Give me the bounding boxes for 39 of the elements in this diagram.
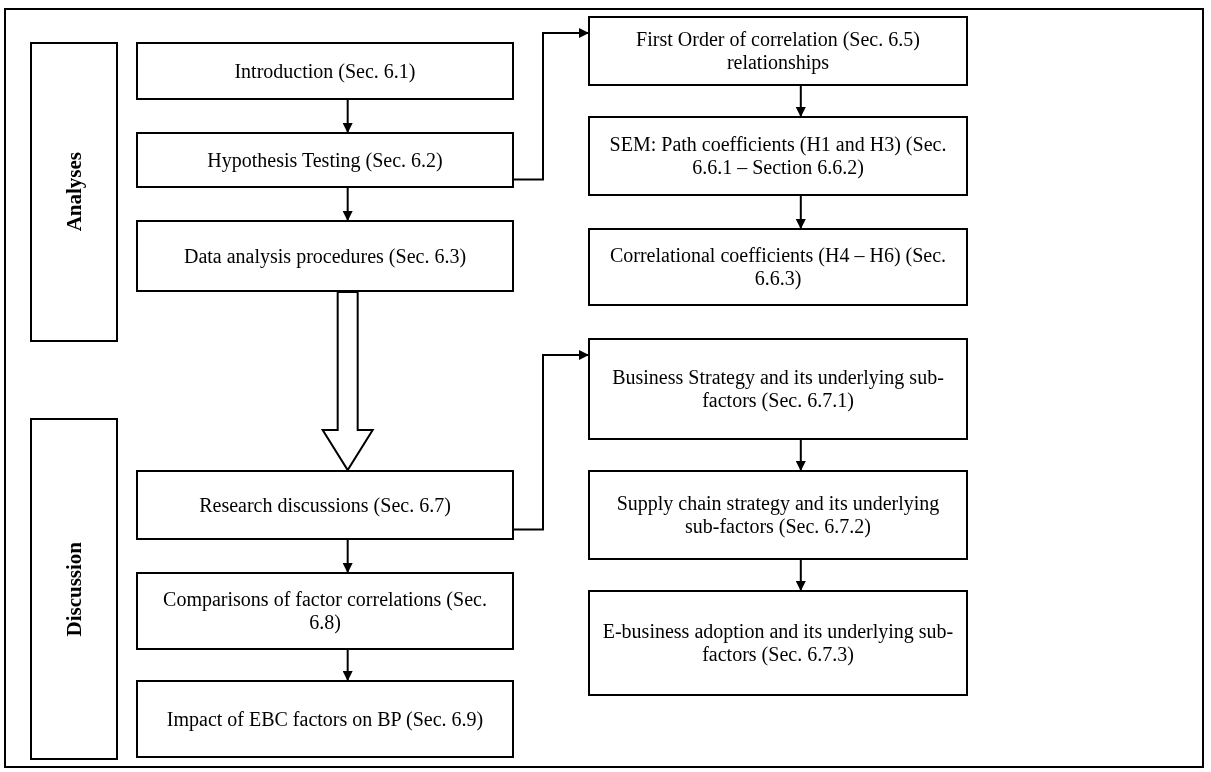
process-box [136,132,514,188]
box-label: Introduction (Sec. 6.1) [234,59,416,83]
box-label: Research discussions (Sec. 6.7) [199,493,451,517]
section-label: Discussion [61,541,87,637]
process-box [136,220,514,292]
process-box [588,590,968,696]
process-box [588,116,968,196]
box-label: Data analysis procedures (Sec. 6.3) [183,244,467,268]
section-label-box [30,42,118,342]
process-box [136,680,514,758]
box-label: Comparisons of factor correlations (Sec. 6.8) [162,588,488,634]
arrow [795,559,806,591]
arrow [342,187,353,221]
box-label: E-business adoption and its underlying sub-factors (Sec. 6.7.3) [601,620,955,666]
process-box [136,572,514,650]
arrow [513,28,589,181]
arrow [342,99,353,133]
process-box [588,470,968,560]
arrow [795,439,806,471]
arrow [342,539,353,573]
process-box [588,16,968,86]
box-label: Hypothesis Testing (Sec. 6.2) [207,148,443,172]
process-box [588,228,968,306]
arrow [795,195,806,229]
section-label-box [30,418,118,760]
box-label: Supply chain strategy and its underlying sub-factors (Sec. 6.7.2) [615,492,941,538]
box-label: SEM: Path coefficients (H1 and H3) (Sec. 6.6.1 – Section 6.6.2) [608,133,948,179]
arrow [513,350,589,531]
section-label: Analyses [61,152,87,232]
block-arrow [320,291,375,472]
box-label: Business Strategy and its underlying sub-factors (Sec. 6.7.1) [611,366,945,412]
box-label: Correlational coefficients (H4 – H6) (Sec. 6.6.3) [608,244,948,290]
box-label: Impact of EBC factors on BP (Sec. 6.9) [166,707,484,731]
arrow [342,649,353,681]
process-box [588,338,968,440]
process-box [136,42,514,100]
box-label: First Order of correlation (Sec. 6.5) relationships [635,28,921,74]
arrow [795,85,806,117]
process-box [136,470,514,540]
